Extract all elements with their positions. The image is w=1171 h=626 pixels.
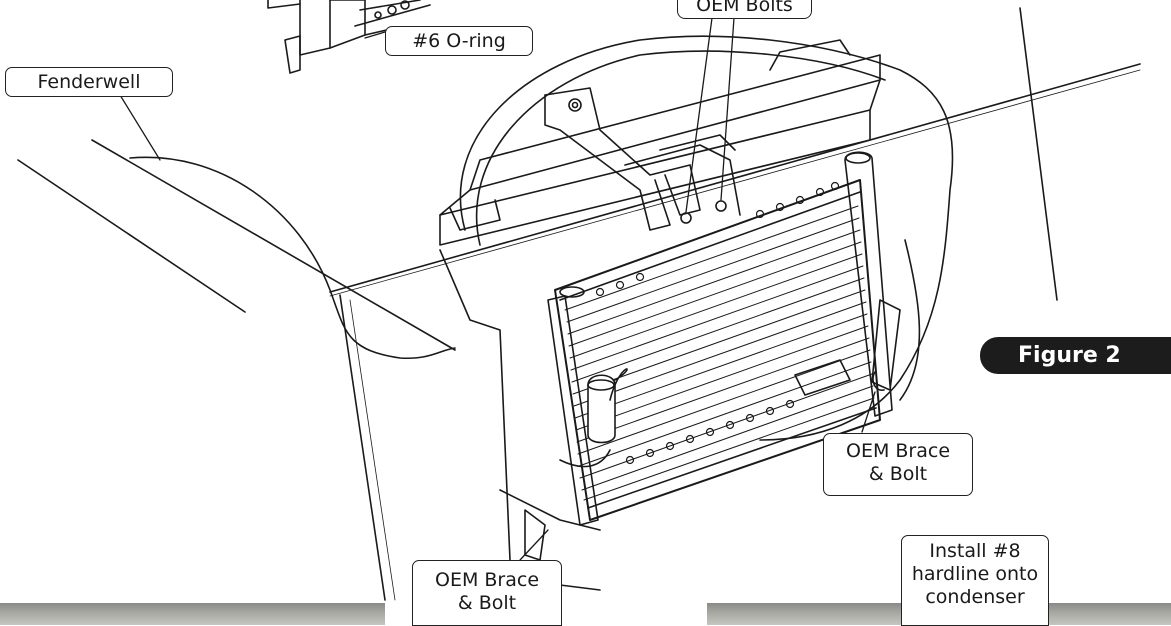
receiver-drier	[559, 368, 628, 468]
callout-oem-brace-right-line2: & Bolt	[868, 463, 928, 485]
radiator-opening	[459, 35, 954, 441]
callout-oem-brace-bottom-line2: & Bolt	[457, 592, 517, 614]
hood-edge-line	[1019, 7, 1058, 301]
leader-lines	[119, 17, 876, 561]
callout-o-ring: #6 O-ring	[385, 26, 533, 56]
upper-bracket-fragment	[267, 0, 431, 74]
callout-oem-bolts: OEM Bolts	[677, 0, 812, 19]
callout-oem-brace-bottom: OEM Brace & Bolt	[412, 560, 562, 626]
callout-fenderwell: Fenderwell	[5, 67, 173, 97]
callout-oem-brace-bottom-line1: OEM Brace	[434, 569, 540, 591]
callout-oem-bolts-text: OEM Bolts	[696, 0, 793, 16]
callout-install-hardline-line3: condenser	[925, 586, 1025, 608]
callout-install-hardline: Install #8 hardline onto condenser	[901, 535, 1049, 626]
upper-brace-bracket	[544, 87, 741, 231]
callout-install-hardline-line1: Install #8	[929, 540, 1021, 562]
callout-fenderwell-text: Fenderwell	[37, 71, 141, 93]
bottom-left-photo	[0, 603, 385, 625]
callout-oem-brace-right-line1: OEM Brace	[845, 440, 951, 462]
core-support-line	[329, 63, 1141, 293]
callout-oem-brace-right: OEM Brace & Bolt	[823, 433, 973, 496]
lower-braces	[499, 299, 901, 561]
callout-o-ring-text: #6 O-ring	[412, 30, 506, 52]
callout-install-hardline-line2: hardline onto	[911, 563, 1039, 585]
figure-label: Figure 2	[980, 337, 1171, 374]
fenderwell-lines	[17, 139, 456, 601]
condenser	[547, 151, 893, 526]
